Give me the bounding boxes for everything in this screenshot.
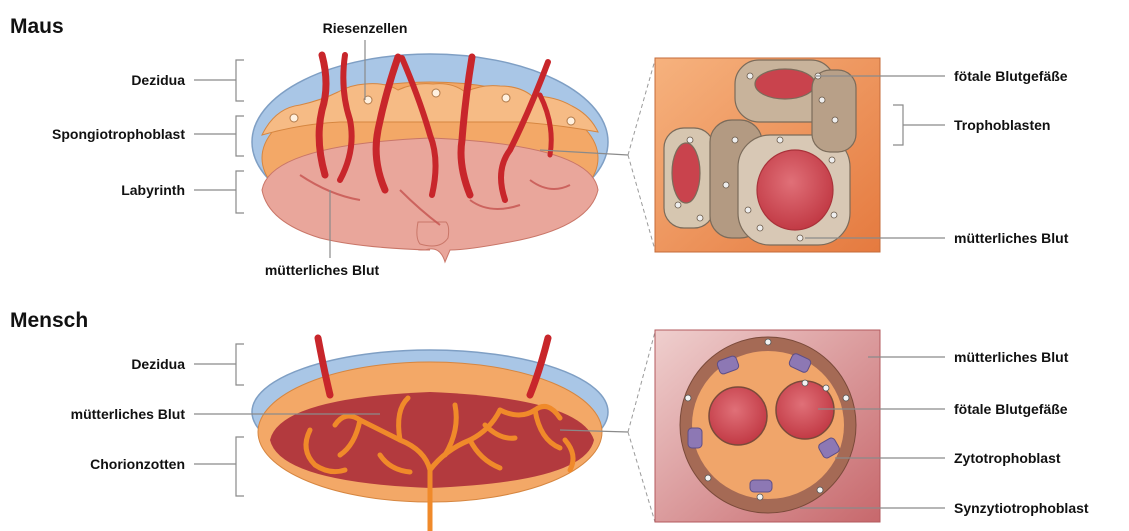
- mouse-giant-cells-label: Riesenzellen: [323, 20, 408, 36]
- mouse-inset-detail: [655, 58, 880, 252]
- mouse-trophoblasts-label: Trophoblasten: [954, 117, 1050, 133]
- human-title: Mensch: [10, 309, 88, 332]
- mouse-left-labels: Dezidua Spongiotrophoblast Labyrinth: [52, 60, 244, 213]
- mouse-title: Maus: [10, 15, 64, 38]
- human-maternal-blood-label: mütterliches Blut: [71, 406, 186, 422]
- mouse-maternal-blood-label: mütterliches Blut: [265, 262, 380, 278]
- human-maternal-blood-inset-label: mütterliches Blut: [954, 349, 1069, 365]
- mouse-spongiotrophoblast-label: Spongiotrophoblast: [52, 126, 185, 142]
- mouse-fetal-vessels-label: fötale Blutgefäße: [954, 68, 1068, 84]
- human-decidua-label: Dezidua: [131, 356, 185, 372]
- human-inset-detail: [655, 330, 880, 522]
- mouse-placenta-illustration: [252, 54, 608, 262]
- mouse-labyrinth-label: Labyrinth: [121, 182, 185, 198]
- human-cytotrophoblast-label: Zytotrophoblast: [954, 450, 1061, 466]
- human-placenta-illustration: [252, 338, 608, 531]
- mouse-maternal-blood-inset-label: mütterliches Blut: [954, 230, 1069, 246]
- human-fetal-vessels-label: fötale Blutgefäße: [954, 401, 1068, 417]
- human-syncytiotrophoblast-label: Synzytiotrophoblast: [954, 500, 1089, 516]
- mouse-decidua-label: Dezidua: [131, 72, 185, 88]
- human-chorionic-villi-label: Chorionzotten: [90, 456, 185, 472]
